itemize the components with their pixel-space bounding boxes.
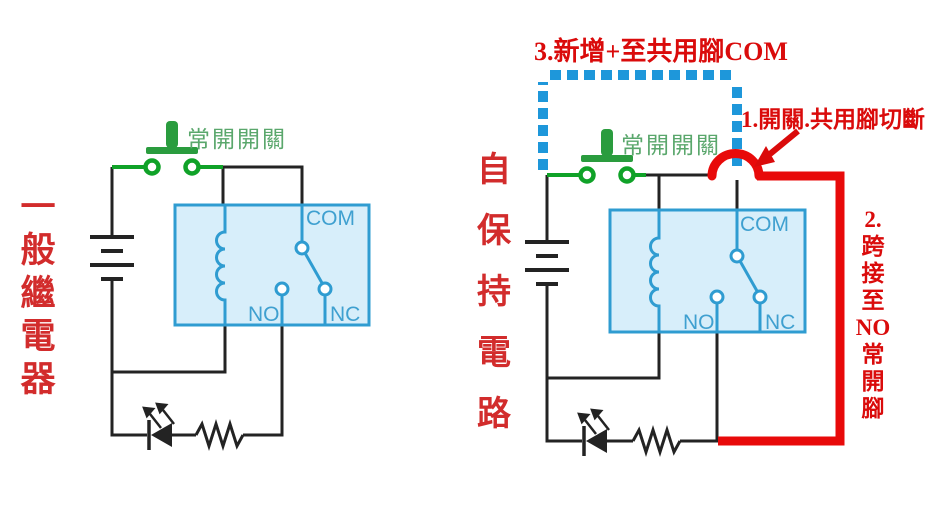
left-wires (110, 165, 304, 437)
annotation-step3: 3.新增+至共用腳COM (534, 37, 788, 66)
coil-right (649, 210, 661, 332)
relay-box-right (608, 208, 807, 334)
no-label-right: NO (683, 311, 715, 334)
switch-label-left: 常開開關 (187, 126, 287, 152)
annotation-step2: 2. 跨 接 至 NO 常 開 腳 (855, 207, 891, 421)
relay-contacts-left (274, 205, 333, 325)
led-right (577, 408, 610, 456)
switch-label-right: 常開開關 (621, 132, 721, 158)
com-label-left: COM (306, 207, 355, 230)
relay-box-left (173, 203, 371, 327)
nc-label-right: NC (765, 311, 796, 334)
led-left (142, 402, 175, 450)
left-circuit (90, 121, 371, 451)
right-wires (545, 173, 739, 443)
relay-contacts-right (709, 210, 768, 332)
resistor-right (631, 425, 682, 457)
no-label-left: NO (248, 303, 280, 326)
battery-right (525, 240, 569, 286)
push-button-left (112, 121, 223, 176)
left-circuit-label: 一 般 繼 電 器 (20, 188, 56, 399)
com-label-right: COM (740, 213, 789, 236)
push-button-right (547, 129, 646, 184)
right-circuit (525, 70, 845, 457)
annotation-step1: 1.開關.共用腳切斷 (741, 107, 925, 132)
nc-label-left: NC (330, 303, 361, 326)
annotation-arrow-icon (754, 128, 800, 167)
battery-left (90, 235, 134, 281)
red-jumper-wire (707, 149, 845, 446)
right-circuit-label: 自 保 持 電 路 (477, 151, 511, 433)
resistor-left (194, 419, 245, 451)
coil-left (215, 205, 227, 325)
